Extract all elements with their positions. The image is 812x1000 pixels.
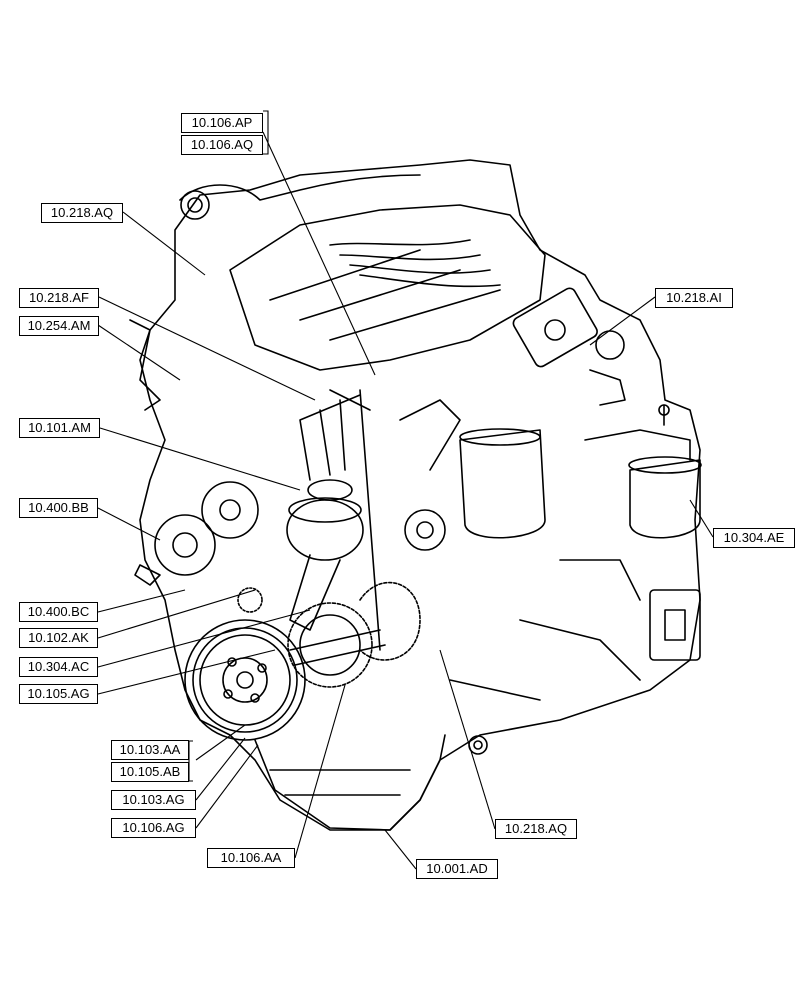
- engine-block-outline: [139, 159, 701, 831]
- callout-10-001-ad: 10.001.AD: [416, 859, 498, 879]
- callout-10-400-bc: 10.400.BC: [19, 602, 98, 622]
- water-pump-pulley: [201, 481, 259, 539]
- callout-10-218-af: 10.218.AF: [19, 288, 99, 308]
- fuel-filter: [459, 429, 546, 539]
- callout-10-106-aq: 10.106.AQ: [181, 135, 263, 155]
- callout-10-101-am: 10.101.AM: [19, 418, 100, 438]
- callout-10-102-ak: 10.102.AK: [19, 628, 98, 648]
- leader-lines: [97, 131, 714, 870]
- callout-10-105-ab: 10.105.AB: [111, 762, 189, 782]
- cylinder-head: [229, 204, 546, 371]
- water-pump: [154, 514, 216, 576]
- side-flange: [649, 589, 701, 661]
- camshaft-gear: [359, 581, 421, 661]
- callout-10-400-bb: 10.400.BB: [19, 498, 98, 518]
- callout-10-105-ag: 10.105.AG: [19, 684, 98, 704]
- oil-pump-gear: [237, 587, 263, 613]
- callout-10-254-am: 10.254.AM: [19, 316, 99, 336]
- connecting-rod: [289, 554, 341, 631]
- callout-10-106-aa: 10.106.AA: [207, 848, 295, 868]
- injector-lines: [329, 239, 501, 288]
- ecu-module: [512, 287, 598, 368]
- valve-rockers: [299, 389, 371, 481]
- crank-pulley: [184, 619, 306, 741]
- piston: [286, 499, 364, 561]
- callout-10-218-ai: 10.218.AI: [655, 288, 733, 308]
- crankshaft: [289, 629, 386, 666]
- callout-10-103-ag: 10.103.AG: [111, 790, 196, 810]
- timing-gear: [287, 602, 373, 688]
- callout-10-304-ac: 10.304.AC: [19, 657, 98, 677]
- turbo-outlet: [180, 190, 210, 220]
- callout-10-304-ae: 10.304.AE: [713, 528, 795, 548]
- callout-10-218-aq-top: 10.218.AQ: [41, 203, 123, 223]
- oil-pan: [254, 734, 446, 831]
- callout-10-106-ap: 10.106.AP: [181, 113, 263, 133]
- oil-filter: [629, 459, 701, 539]
- callout-10-218-aq-bottom: 10.218.AQ: [495, 819, 577, 839]
- intake-pipe: [179, 174, 421, 201]
- callout-10-103-aa: 10.103.AA: [111, 740, 189, 760]
- callout-10-106-ag: 10.106.AG: [111, 818, 196, 838]
